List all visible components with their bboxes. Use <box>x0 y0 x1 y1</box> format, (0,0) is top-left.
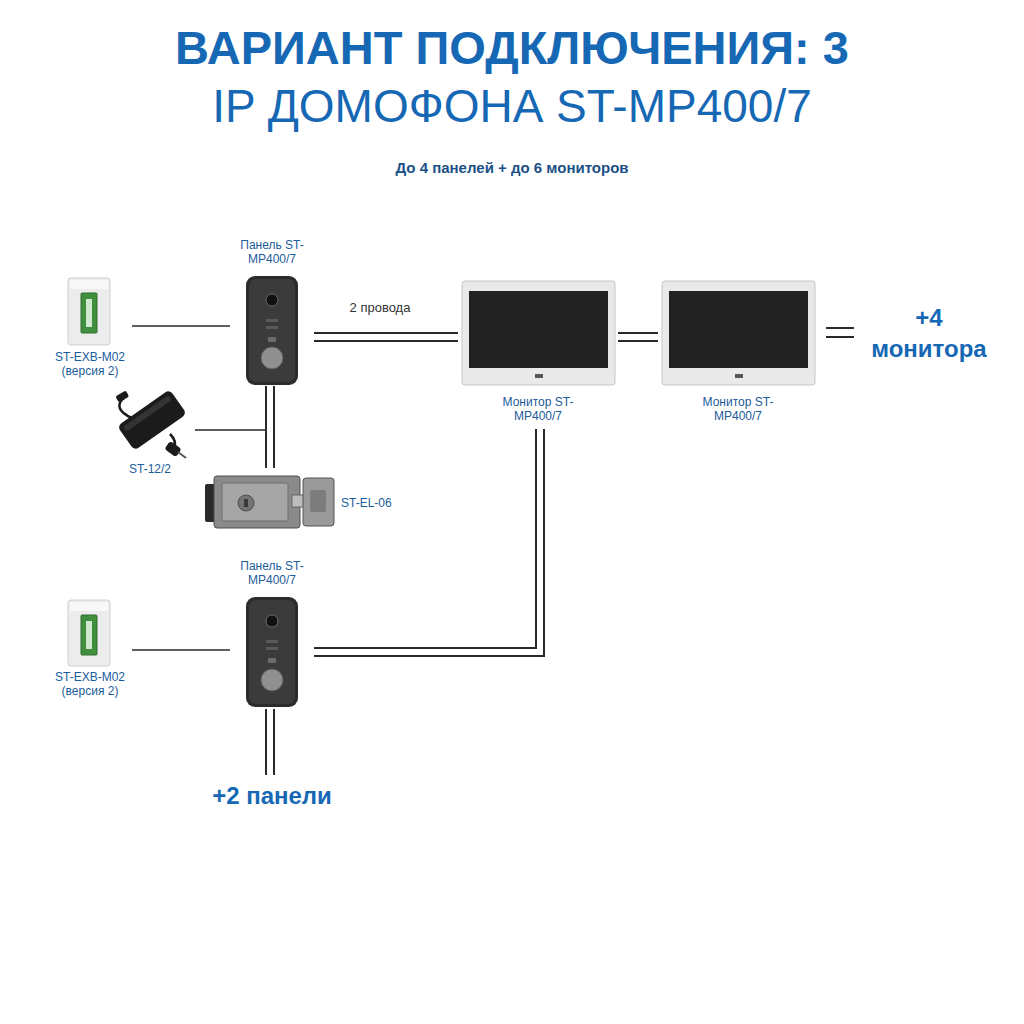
two-wire-line <box>314 337 458 338</box>
device-block: Монитор ST-MP400/7 <box>458 279 618 429</box>
device-block: Панель ST-MP400/7 <box>230 236 314 386</box>
electric-lock-picture <box>205 476 334 528</box>
wire-line <box>273 709 275 775</box>
device-block: ST-EL-06 <box>205 468 400 532</box>
capacity-note: До 4 панелей + до 6 мониторов <box>0 159 1024 177</box>
device-label: ST-EL-06 <box>341 496 401 510</box>
wire-gap <box>314 334 458 340</box>
two-wire-line <box>618 337 658 338</box>
device-label: Панель ST-MP400/7 <box>230 559 314 587</box>
psu-brick <box>117 389 187 450</box>
wire-gap <box>267 386 273 468</box>
lock-cylinder <box>238 495 254 511</box>
plug-pin <box>178 452 186 458</box>
lock-body <box>214 476 300 528</box>
wire-path <box>314 429 540 652</box>
panel-face <box>249 279 295 382</box>
device-label: Монитор ST-MP400/7 <box>493 395 583 423</box>
monitor-screen <box>669 291 808 368</box>
button-key <box>81 293 97 333</box>
wire-gap <box>314 429 540 652</box>
button-cap <box>70 280 108 289</box>
monitor-logo <box>735 374 743 378</box>
door-panel-picture <box>246 597 298 707</box>
panel-logo <box>268 658 276 663</box>
subtitle: IP ДОМОФОНА ST-MP400/7 <box>0 78 1024 134</box>
exit-button-picture <box>68 600 110 666</box>
strike-plate <box>303 478 334 526</box>
extension-wire <box>266 709 274 775</box>
panel-call-button <box>261 669 283 691</box>
button-marking <box>86 299 92 327</box>
button-body <box>68 600 110 666</box>
device-block: Монитор ST-MP400/7 <box>658 279 818 429</box>
device-block: ST-EXB-M02 (версия 2) <box>48 276 132 384</box>
wire <box>132 650 230 651</box>
panel-speaker <box>266 326 278 329</box>
door-panel-picture <box>246 276 298 385</box>
wire-gap <box>618 334 658 340</box>
exit-button-picture <box>68 278 110 345</box>
device-block: ST-12/2 <box>105 380 195 480</box>
button-key <box>81 615 97 655</box>
psu-plug <box>115 390 129 402</box>
two-wire-line <box>270 386 271 468</box>
device-label: Панель ST-MP400/7 <box>230 238 314 266</box>
panel-speaker <box>266 319 278 322</box>
panel-call-button <box>261 347 283 369</box>
two-wire-line <box>314 429 540 652</box>
wire-line <box>826 327 854 329</box>
device-block: Панель ST-MP400/7 <box>230 557 314 709</box>
wire-line <box>265 709 267 775</box>
title: ВАРИАНТ ПОДКЛЮЧЕНИЯ: 3 <box>0 20 1024 76</box>
wire-path <box>195 386 266 430</box>
panel-speaker <box>266 647 278 650</box>
panel-camera <box>266 615 278 627</box>
extension-wire <box>826 328 854 337</box>
monitor-logo <box>535 374 543 378</box>
panel-body <box>246 276 298 385</box>
monitor-picture <box>662 281 815 385</box>
panel-body <box>246 597 298 707</box>
mains-plug <box>164 441 181 457</box>
panel-speaker <box>266 640 278 643</box>
lock-cover <box>222 483 288 521</box>
monitor-body <box>462 281 615 385</box>
wire-path <box>618 332 658 342</box>
expansion-note: +4 монитора <box>855 302 1003 364</box>
expansion-note: +2 панели <box>212 780 332 811</box>
lock-keyhole <box>244 499 248 507</box>
wire <box>195 386 266 430</box>
strike-opening <box>310 490 326 512</box>
wire-path <box>314 332 458 342</box>
psu-highlight <box>123 395 172 432</box>
wire-path <box>132 325 230 327</box>
button-marking <box>86 621 92 649</box>
panel-face <box>249 600 295 704</box>
wire-label: 2 провода <box>330 300 430 316</box>
device-label: ST-EXB-M02 (версия 2) <box>48 670 132 698</box>
wire-path <box>132 649 230 651</box>
monitor-body <box>662 281 815 385</box>
wire-line <box>826 336 854 338</box>
button-cap <box>70 602 108 611</box>
device-label: ST-EXB-M02 (версия 2) <box>48 350 132 378</box>
button-body <box>68 278 110 345</box>
panel-camera <box>266 294 278 306</box>
psu-case <box>117 389 187 450</box>
wire-path <box>265 386 275 468</box>
device-block: ST-EXB-M02 (версия 2) <box>48 598 132 702</box>
panel-logo <box>268 337 276 342</box>
monitor-screen <box>469 291 608 368</box>
power-supply-picture <box>115 389 187 458</box>
wire <box>132 326 230 327</box>
device-label: Монитор ST-MP400/7 <box>693 395 783 423</box>
device-label: ST-12/2 <box>105 462 195 476</box>
monitor-picture <box>462 281 615 385</box>
